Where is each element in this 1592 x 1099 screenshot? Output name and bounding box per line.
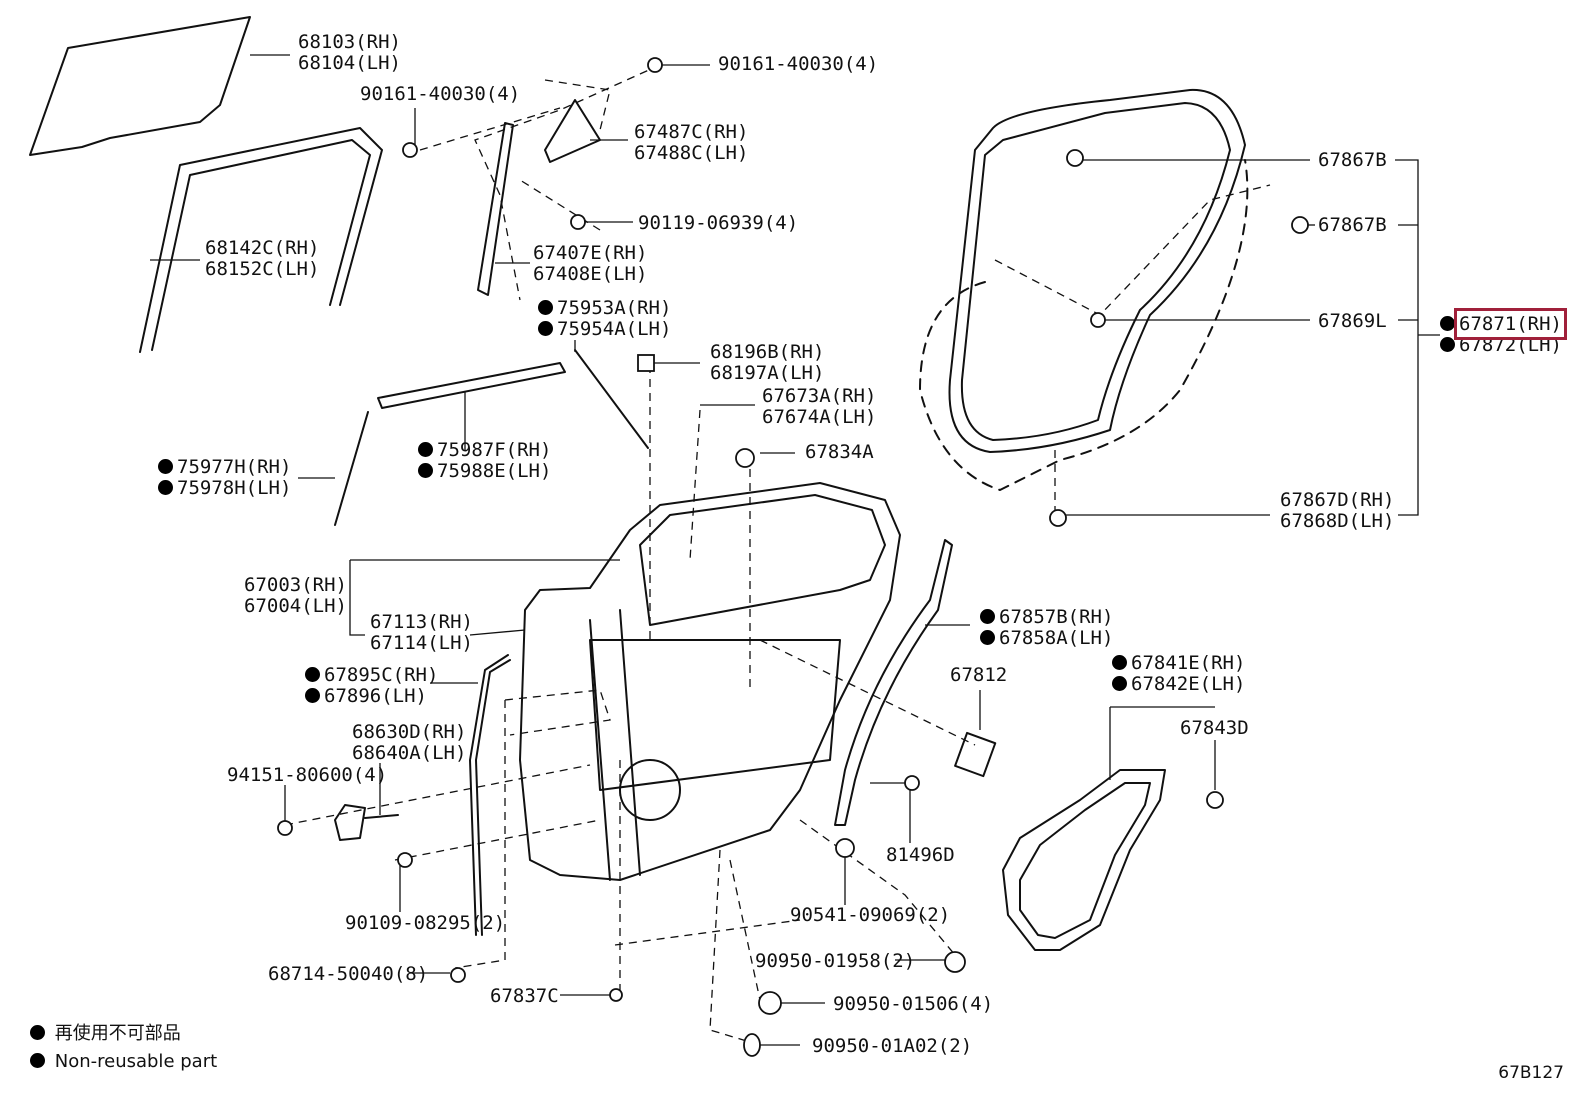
label-67841: 67841E(RH)67842E(LH) <box>1112 653 1245 695</box>
non-reusable-dot-icon <box>158 480 173 495</box>
legend: 再使用不可部品 Non-reusable part <box>30 1020 217 1076</box>
non-reusable-dot-icon <box>30 1025 45 1040</box>
diagram-code: 67B127 <box>1498 1063 1564 1083</box>
label-67113: 67113(RH)67114(LH) <box>370 611 473 654</box>
label-75977: 75977H(RH)75978H(LH) <box>158 457 291 499</box>
belt-moulding <box>377 362 566 409</box>
label-67869: 67869L <box>1318 310 1387 332</box>
non-reusable-dot-icon <box>538 300 553 315</box>
glass-run <box>139 127 383 353</box>
label-67895: 67895C(RH)67896(LH) <box>305 665 438 707</box>
highlighted-part-number: 67871(RH) <box>1454 308 1567 340</box>
non-reusable-dot-icon <box>158 459 173 474</box>
division-bar <box>477 122 514 296</box>
label-67487: 67487C(RH)67488C(LH) <box>634 121 749 164</box>
label-68630: 68630D(RH)68640A(LH) <box>352 721 467 764</box>
label-90950-01958: 90950-01958(2) <box>755 950 916 972</box>
service-hole-cover <box>1002 769 1166 951</box>
label-67871: 67871(RH)67872(LH) <box>1440 308 1567 356</box>
label-67843: 67843D <box>1180 717 1249 739</box>
label-67867b-top: 67867B <box>1318 149 1387 171</box>
label-68142: 68142C(RH)68152C(LH) <box>205 237 320 280</box>
door-glass <box>29 16 251 156</box>
door-panel <box>519 482 901 881</box>
label-81496: 81496D <box>886 844 955 866</box>
label-67407: 67407E(RH)67408E(LH) <box>533 242 648 285</box>
label-67673: 67673A(RH)67674A(LH) <box>762 385 877 428</box>
legend-jp: 再使用不可部品 <box>54 1023 181 1044</box>
label-75987: 75987F(RH)75988E(LH) <box>418 440 551 482</box>
non-reusable-dot-icon <box>305 667 320 682</box>
label-68196: 68196B(RH)68197A(LH) <box>710 341 825 384</box>
label-67867b-mid: 67867B <box>1318 214 1387 236</box>
label-90541: 90541-09069(2) <box>790 904 951 926</box>
door-weatherstrip <box>948 88 1246 453</box>
label-67812: 67812 <box>950 664 1008 686</box>
door-check <box>334 804 399 841</box>
label-90950-01a02: 90950-01A02(2) <box>812 1035 973 1057</box>
pillar-garnish-front <box>334 411 369 526</box>
label-67834: 67834A <box>805 441 874 463</box>
non-reusable-dot-icon <box>538 321 553 336</box>
label-67003: 67003(RH)67004(LH) <box>244 574 347 617</box>
pillar-weatherstrip <box>834 539 953 826</box>
non-reusable-dot-icon <box>30 1053 45 1068</box>
non-reusable-dot-icon <box>1112 655 1127 670</box>
label-94151: 94151-80600(4) <box>227 764 388 786</box>
quarter-window <box>544 99 601 163</box>
label-90161-left: 90161-40030(4) <box>360 83 521 105</box>
legend-en: Non-reusable part <box>54 1051 218 1072</box>
label-67837: 67837C <box>490 985 559 1007</box>
label-75953: 75953A(RH)75954A(LH) <box>538 298 671 340</box>
non-reusable-dot-icon <box>1112 676 1127 691</box>
non-reusable-dot-icon <box>1440 337 1455 352</box>
non-reusable-dot-icon <box>418 463 433 478</box>
label-90950-01506: 90950-01506(4) <box>833 993 994 1015</box>
non-reusable-dot-icon <box>980 630 995 645</box>
non-reusable-dot-icon <box>980 609 995 624</box>
label-90119: 90119-06939(4) <box>638 212 799 234</box>
label-68714: 68714-50040(8) <box>268 963 429 985</box>
pillar-garnish-rear <box>574 349 649 449</box>
label-90161-right: 90161-40030(4) <box>718 53 879 75</box>
non-reusable-dot-icon <box>305 688 320 703</box>
label-90109: 90109-08295(2) <box>345 912 506 934</box>
label-67857: 67857B(RH)67858A(LH) <box>980 607 1113 649</box>
non-reusable-dot-icon <box>418 442 433 457</box>
label-67867d: 67867D(RH)67868D(LH) <box>1280 489 1395 532</box>
label-68103: 68103(RH)68104(LH) <box>298 31 401 74</box>
non-reusable-dot-icon <box>1440 316 1455 331</box>
